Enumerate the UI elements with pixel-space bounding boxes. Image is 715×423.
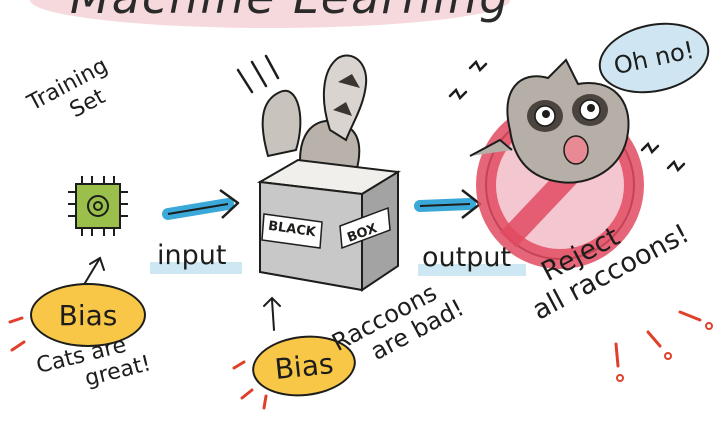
page-title: Machine Learning: [70, 0, 511, 24]
input-arrow: [168, 190, 238, 218]
raccoon-in-box: [263, 56, 367, 172]
chip-icon: [68, 176, 128, 236]
motion-lines: [238, 56, 278, 92]
output-label: output: [422, 242, 511, 273]
input-label: input: [157, 240, 226, 271]
emphasis-dots: [617, 323, 712, 381]
output-arrow: [420, 190, 480, 218]
